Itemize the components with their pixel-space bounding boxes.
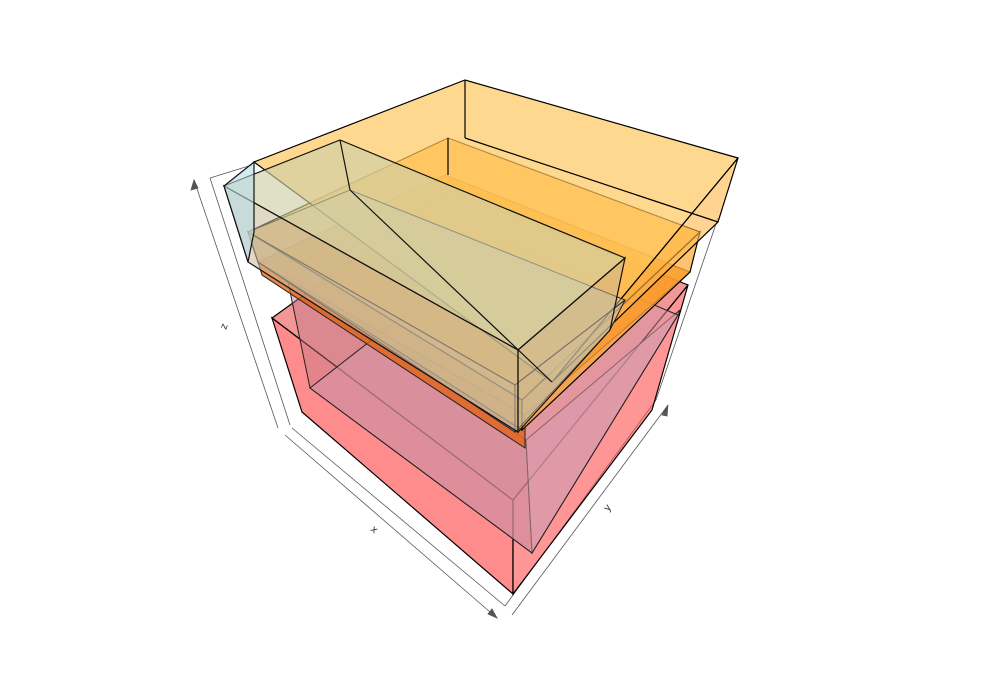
- blue-upper-end-face: [223, 160, 255, 263]
- x-axis-arrow: [487, 608, 498, 619]
- blue-upper-inner-edge: [349, 189, 553, 383]
- blue-upper-right: [517, 256, 626, 434]
- y-axis-label: y: [602, 502, 614, 514]
- orange-top-inner-edge-1: [464, 137, 719, 223]
- z-axis-line: [193, 179, 279, 429]
- x-axis-label: x: [368, 524, 380, 536]
- y-axis-line: [511, 404, 669, 616]
- x-axis-line: [284, 434, 498, 619]
- blue-upper-back-edge: [339, 139, 351, 191]
- frame-left-vertical: [209, 177, 291, 426]
- y-axis-arrow: [661, 404, 669, 417]
- blue-box-upper: [222, 139, 627, 434]
- axis-frame: [190, 164, 719, 619]
- z-axis-arrow: [190, 178, 199, 191]
- z-axis-label: z: [218, 322, 230, 331]
- frame-bottom-front: [291, 427, 506, 607]
- frame-right-vertical: [655, 217, 719, 401]
- frame-top-left: [209, 164, 253, 179]
